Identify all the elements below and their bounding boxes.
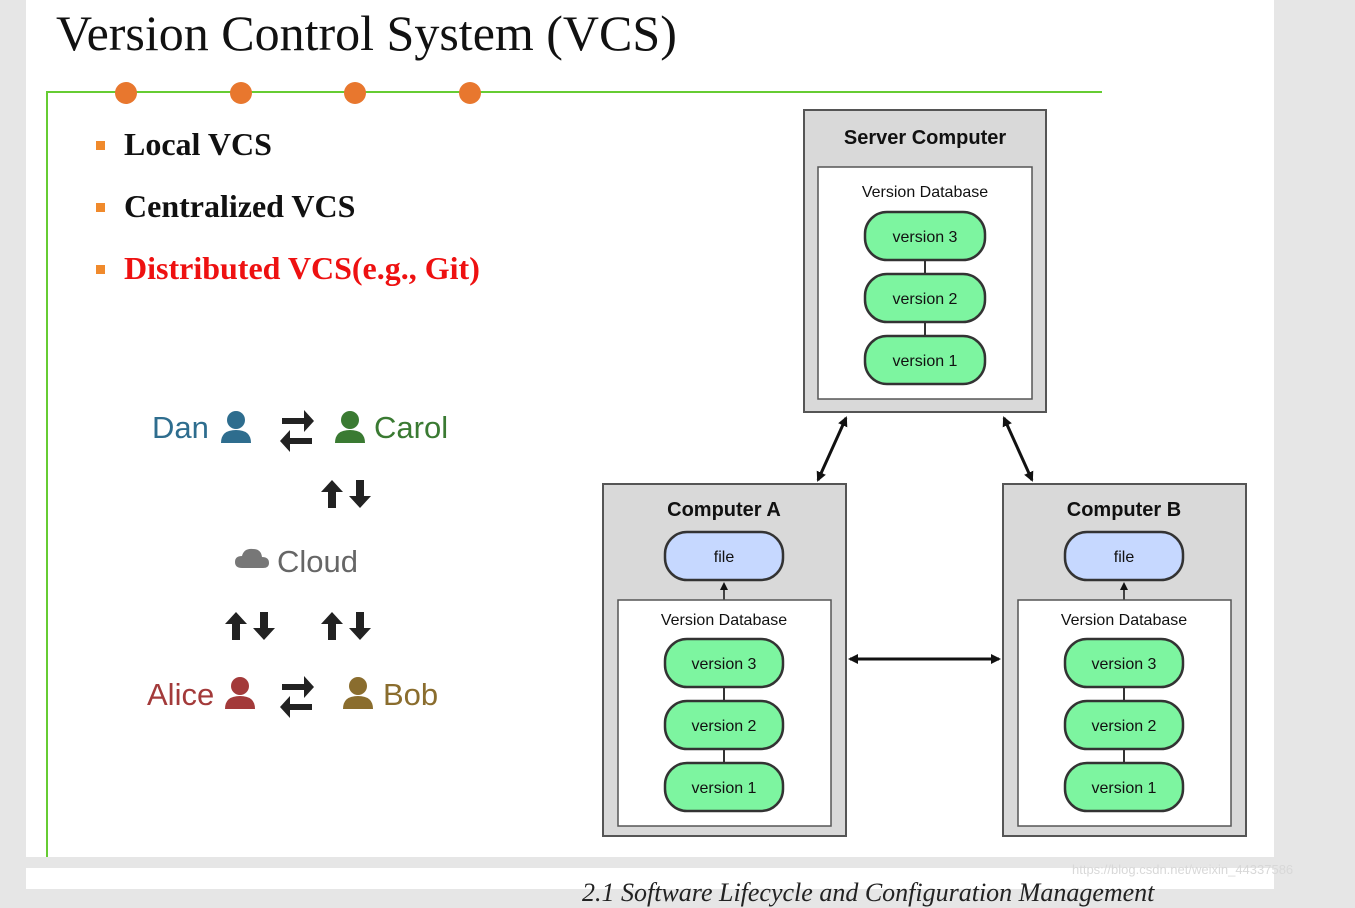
decorative-dot bbox=[230, 82, 252, 104]
server-to-b-arrow bbox=[1002, 416, 1034, 482]
up-down-arrows-icon bbox=[321, 480, 371, 508]
version-node bbox=[863, 334, 987, 386]
bullet-distributed-vcs: Distributed VCS(e.g., Git) bbox=[96, 250, 480, 312]
up-down-arrows-icon bbox=[225, 612, 275, 640]
footer-text: 2.1 Software Lifecycle and Configuration… bbox=[582, 878, 1155, 907]
alice-user-icon bbox=[225, 677, 255, 709]
cloud-icon bbox=[235, 548, 269, 568]
bob-label: Bob bbox=[383, 677, 439, 712]
dan-user-icon bbox=[221, 411, 251, 443]
decorative-dot bbox=[115, 82, 137, 104]
dan-label: Dan bbox=[152, 410, 209, 445]
up-down-arrows-icon bbox=[321, 612, 371, 640]
version-node bbox=[663, 637, 785, 689]
watermark: https://blog.csdn.net/weixin_44337586 bbox=[1072, 862, 1294, 877]
version-node bbox=[863, 272, 987, 324]
server-db-label: Version Database bbox=[862, 184, 988, 201]
version-2-label: version 2 bbox=[692, 718, 757, 735]
cloud-label: Cloud bbox=[277, 544, 358, 579]
file-node bbox=[1063, 530, 1185, 582]
computer-a-box: Computer A file Version Database version… bbox=[602, 483, 847, 837]
bullet-centralized-vcs: Centralized VCS bbox=[96, 188, 480, 250]
decorative-dot bbox=[344, 82, 366, 104]
version-3-label: version 3 bbox=[893, 229, 958, 246]
version-node bbox=[863, 210, 987, 262]
computer-b-title: Computer B bbox=[1067, 499, 1181, 521]
file-node bbox=[663, 530, 785, 582]
accent-line-vertical bbox=[46, 91, 48, 857]
server-computer-title: Server Computer bbox=[844, 127, 1006, 149]
version-node bbox=[1063, 699, 1185, 751]
computer-a-db-label: Version Database bbox=[661, 612, 787, 629]
computer-b-db-label: Version Database bbox=[1061, 612, 1187, 629]
computer-b-box: Computer B file Version Database version… bbox=[1002, 483, 1247, 837]
carol-label: Carol bbox=[374, 410, 449, 445]
computer-a-title: Computer A bbox=[667, 499, 781, 521]
version-node bbox=[1063, 761, 1185, 813]
bullet-local-vcs: Local VCS bbox=[96, 126, 480, 188]
footer-bar: 2.1 Software Lifecycle and Configuration… bbox=[26, 868, 1274, 907]
carol-user-icon bbox=[335, 411, 365, 443]
version-2-label: version 2 bbox=[1092, 718, 1157, 735]
decorative-dot bbox=[459, 82, 481, 104]
dvcs-diagram: Server Computer Version Database version… bbox=[602, 109, 1247, 837]
version-1-label: version 1 bbox=[1092, 780, 1157, 797]
bob-user-icon bbox=[343, 677, 373, 709]
version-3-label: version 3 bbox=[1092, 656, 1157, 673]
version-node bbox=[1063, 637, 1185, 689]
bullet-list: Local VCS Centralized VCS Distributed VC… bbox=[96, 126, 480, 312]
distributed-people-illustration: Dan Carol Cloud Alice bbox=[26, 0, 586, 857]
page-title: Version Control System (VCS) bbox=[56, 5, 677, 61]
version-1-label: version 1 bbox=[893, 353, 958, 370]
server-to-a-arrow bbox=[816, 416, 848, 482]
file-label: file bbox=[1114, 549, 1135, 566]
version-1-label: version 1 bbox=[692, 780, 757, 797]
file-label: file bbox=[714, 549, 735, 566]
version-3-label: version 3 bbox=[692, 656, 757, 673]
accent-line-horizontal bbox=[46, 91, 1102, 93]
version-node bbox=[663, 699, 785, 751]
exchange-arrows-icon bbox=[280, 676, 314, 718]
server-computer-box: Server Computer Version Database version… bbox=[803, 109, 1047, 413]
version-node bbox=[663, 761, 785, 813]
exchange-arrows-icon bbox=[280, 410, 314, 452]
version-2-label: version 2 bbox=[893, 291, 958, 308]
alice-label: Alice bbox=[147, 677, 215, 712]
slide: Version Control System (VCS) Local VCS C… bbox=[26, 0, 1274, 857]
